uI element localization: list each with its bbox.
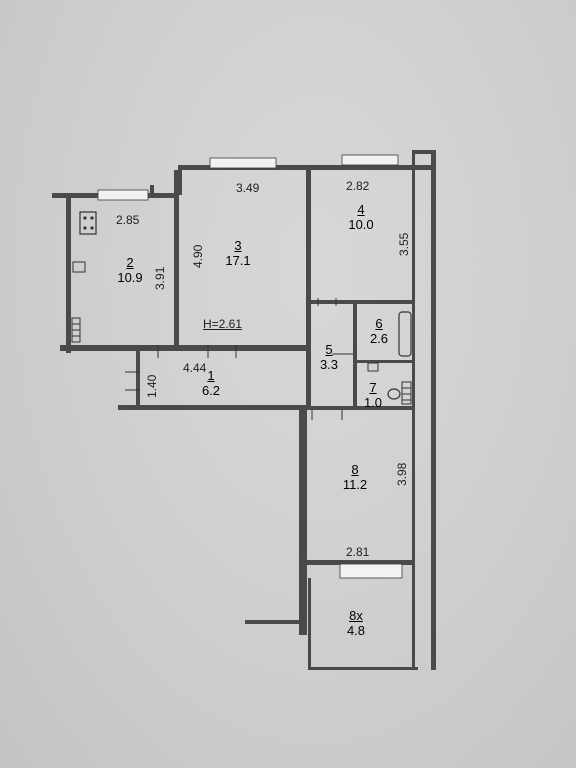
room-8x-balcony: 8x 4.8	[340, 608, 372, 638]
room-1-depth: 1.40	[145, 374, 159, 398]
room-2: 2 10.9	[116, 255, 144, 285]
room-2-depth: 3.91	[153, 266, 167, 290]
room-number: 8	[351, 462, 359, 477]
room-number: 3	[234, 238, 242, 253]
room-3: 3 17.1	[224, 238, 252, 268]
room-number: 1	[207, 368, 215, 383]
ceiling-height: H=2.61	[203, 317, 243, 331]
room-area: 6.2	[201, 383, 221, 398]
room-area: 17.1	[225, 253, 251, 268]
room-5: 5 3.3	[316, 342, 342, 372]
walls	[52, 150, 436, 670]
room-number: 4	[357, 202, 365, 217]
room-number: 6	[375, 316, 383, 331]
room-area: 1.0	[363, 395, 383, 410]
room-1-width: 4.44	[183, 361, 207, 375]
room-2-width: 2.85	[116, 213, 140, 227]
toilet-icon	[387, 388, 401, 400]
room-6: 6 2.6	[366, 316, 392, 346]
room-4: 4 10.0	[345, 202, 377, 232]
room-area: 10.0	[348, 217, 374, 232]
room-4-width: 2.82	[346, 179, 370, 193]
door-marks	[125, 298, 353, 420]
room-7: 7 1.0	[360, 380, 386, 410]
room-area: 2.6	[369, 331, 389, 346]
room-number: 7	[369, 380, 377, 395]
room-number: 2	[126, 255, 134, 270]
sink-icon	[72, 261, 86, 273]
room-area: 4.8	[346, 623, 366, 638]
room-8-width: 2.81	[346, 545, 370, 559]
room-area: 10.9	[117, 270, 143, 285]
room-8: 8 11.2	[340, 462, 370, 492]
room-8-depth: 3.98	[395, 462, 409, 486]
stove-icon	[79, 211, 97, 235]
room-3-depth: 4.90	[191, 244, 205, 268]
fixtures	[71, 211, 412, 405]
room-4-depth: 3.55	[397, 232, 411, 256]
washbasin-icon	[367, 362, 379, 372]
room-area: 11.2	[342, 477, 368, 492]
room-number: 5	[325, 342, 333, 357]
room-1: 1 6.2	[198, 368, 224, 398]
windows	[97, 154, 403, 579]
room-3-width: 3.49	[236, 181, 260, 195]
bathtub-icon	[398, 311, 412, 357]
room-number: 8x	[349, 608, 363, 623]
room-area: 3.3	[319, 357, 339, 372]
